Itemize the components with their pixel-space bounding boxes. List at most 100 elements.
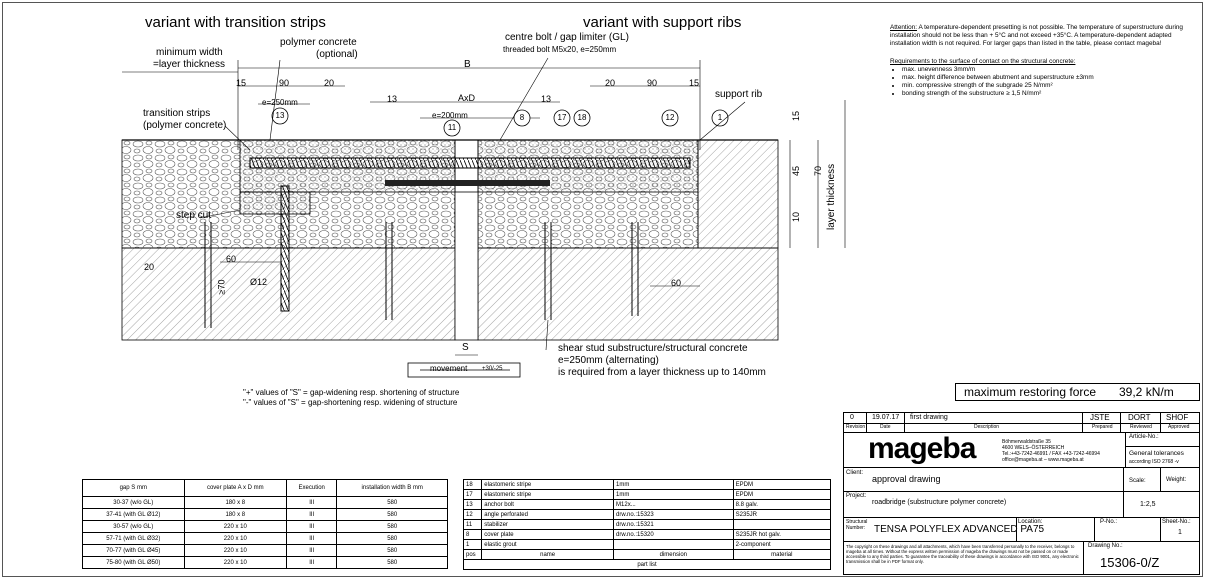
- label-transition-strips: transition strips: [143, 108, 211, 119]
- dim-15a: 15: [236, 78, 247, 88]
- label-shear-stud-3: is required from a layer thickness up to…: [558, 367, 766, 378]
- title-block: 0 19.07.17 first drawing JSTE DORT SHOF …: [843, 412, 1200, 575]
- dim-e200: e=200mm: [432, 111, 468, 120]
- label-gap-s: S: [462, 342, 469, 353]
- dimension-lines: [122, 60, 846, 356]
- mageba-logo: mageba: [868, 432, 976, 465]
- callout-8: 8: [519, 113, 525, 122]
- dim-v45: 45: [791, 165, 802, 177]
- gap-table-header: cover plate A x D mm: [183, 479, 288, 497]
- client-value: approval drawing: [872, 474, 941, 484]
- label-optional: (optional): [316, 49, 358, 60]
- scale-label: Scale:: [1129, 478, 1146, 484]
- gap-table-header: Execution: [286, 479, 338, 497]
- dim-13a: 13: [387, 94, 398, 104]
- threaded-bar: [249, 157, 691, 169]
- dim-B: B: [464, 59, 471, 70]
- gap-table-header: gap S mm: [82, 479, 185, 497]
- parts-list-header: pos name dimension material: [462, 549, 832, 560]
- dim-15b: 15: [689, 78, 700, 88]
- drawing-no-label: Drawing No.:: [1088, 543, 1123, 549]
- structural-value: TENSA POLYFLEX ADVANCED PA75: [874, 524, 1045, 535]
- prepared-header: Prepared: [1092, 424, 1113, 430]
- revision-date: 19.07.17: [872, 414, 900, 421]
- requirement-item: max. height difference between abutment …: [902, 74, 1190, 82]
- dim-60a: 60: [226, 254, 237, 264]
- requirement-item: max. unevenness 3mm/m: [902, 66, 1190, 74]
- location-label: Location:: [1018, 519, 1043, 525]
- dim-20c: 20: [144, 262, 155, 272]
- article-no-label: Article-No.:: [1129, 434, 1159, 440]
- approved-by: SHOF: [1166, 413, 1189, 422]
- address-line-4: office@mageba.at – www.mageba.at: [1002, 457, 1084, 463]
- dim-v10: 10: [791, 211, 802, 223]
- dim-d12: Ø12: [250, 277, 268, 287]
- label-transition-strips-sub: (polymer concrete): [143, 120, 227, 131]
- restoring-force-box: maximum restoring force 39,2 kN/m: [955, 383, 1200, 401]
- p-no-label: P-No.:: [1100, 519, 1118, 525]
- requirement-item: min. compressive strength of the subgrad…: [902, 82, 1190, 90]
- scale-value: 1:2,5: [1140, 501, 1156, 508]
- dim-v15: 15: [791, 110, 802, 122]
- weight-label: Weight:: [1166, 477, 1187, 483]
- label-layer-thickness: layer thickness: [826, 163, 837, 230]
- label-minimum-width: minimum width: [156, 47, 223, 58]
- dim-20a: 20: [324, 78, 335, 88]
- restoring-force-label: maximum restoring force: [964, 385, 1097, 399]
- label-threaded-bolt: threaded bolt M5x20, e=250mm: [503, 45, 617, 54]
- parts-list-footer: part list: [463, 559, 831, 570]
- tolerance-standard: according ISO 2768 -v: [1129, 459, 1179, 465]
- label-shear-stud-1: shear stud substructure/structural concr…: [558, 343, 748, 354]
- note-minus: "-" values of "S" = gap-shortening resp.…: [243, 398, 458, 407]
- dim-13b: 13: [541, 94, 552, 104]
- label-movement-range: +30/-25: [482, 366, 503, 372]
- copyright-notice: The copyright on these drawings and all …: [846, 544, 1079, 564]
- approved-header: Approved: [1168, 424, 1190, 430]
- reviewed-by: DORT: [1128, 413, 1151, 422]
- attention-title: Attention:: [890, 24, 918, 31]
- gap-table: gap S mm cover plate A x D mm Execution …: [82, 479, 448, 569]
- dim-v70: 70: [813, 165, 824, 177]
- title-right: variant with support ribs: [583, 14, 742, 31]
- dim-90b: 90: [647, 78, 658, 88]
- dim-60b: 60: [671, 278, 682, 288]
- expansion-gap: [454, 191, 479, 341]
- callout-17: 17: [557, 113, 567, 122]
- client-label: Client:: [846, 470, 864, 476]
- requirement-item: bonding strength of the substructure ≥ 1…: [902, 90, 1190, 98]
- project-label: Project:: [846, 493, 867, 499]
- prepared-by: JSTE: [1090, 413, 1110, 422]
- drawing-no-value: 15306-0/Z: [1100, 555, 1160, 570]
- label-shear-stud-2: e=250mm (alternating): [558, 355, 659, 366]
- anchor-bolts: [204, 185, 639, 328]
- label-polymer-concrete: polymer concrete: [280, 37, 357, 48]
- callout-11: 11: [447, 123, 457, 132]
- revision-header: Revision: [846, 424, 866, 430]
- label-step-cut: step cut: [176, 210, 212, 221]
- dim-e250: e=250mm: [262, 98, 298, 107]
- address-line-2: 4600 WELS–ÖSTERREICH: [1002, 445, 1065, 451]
- label-movement: movement: [430, 364, 468, 373]
- requirements-title: Requirements to the surface of contact o…: [890, 58, 1076, 65]
- callout-13: 13: [275, 111, 285, 120]
- revision-description: first drawing: [910, 414, 948, 421]
- project-value: roadbridge (substructure polymer concret…: [872, 499, 1007, 506]
- dim-20b: 20: [605, 78, 616, 88]
- label-layer-thickness-eq: =layer thickness: [153, 59, 225, 70]
- dim-AxD: AxD: [458, 93, 476, 103]
- callout-18: 18: [577, 113, 587, 122]
- note-plus: "+" values of "S" = gap-widening resp. s…: [243, 388, 460, 397]
- callout-bubbles: [271, 107, 729, 137]
